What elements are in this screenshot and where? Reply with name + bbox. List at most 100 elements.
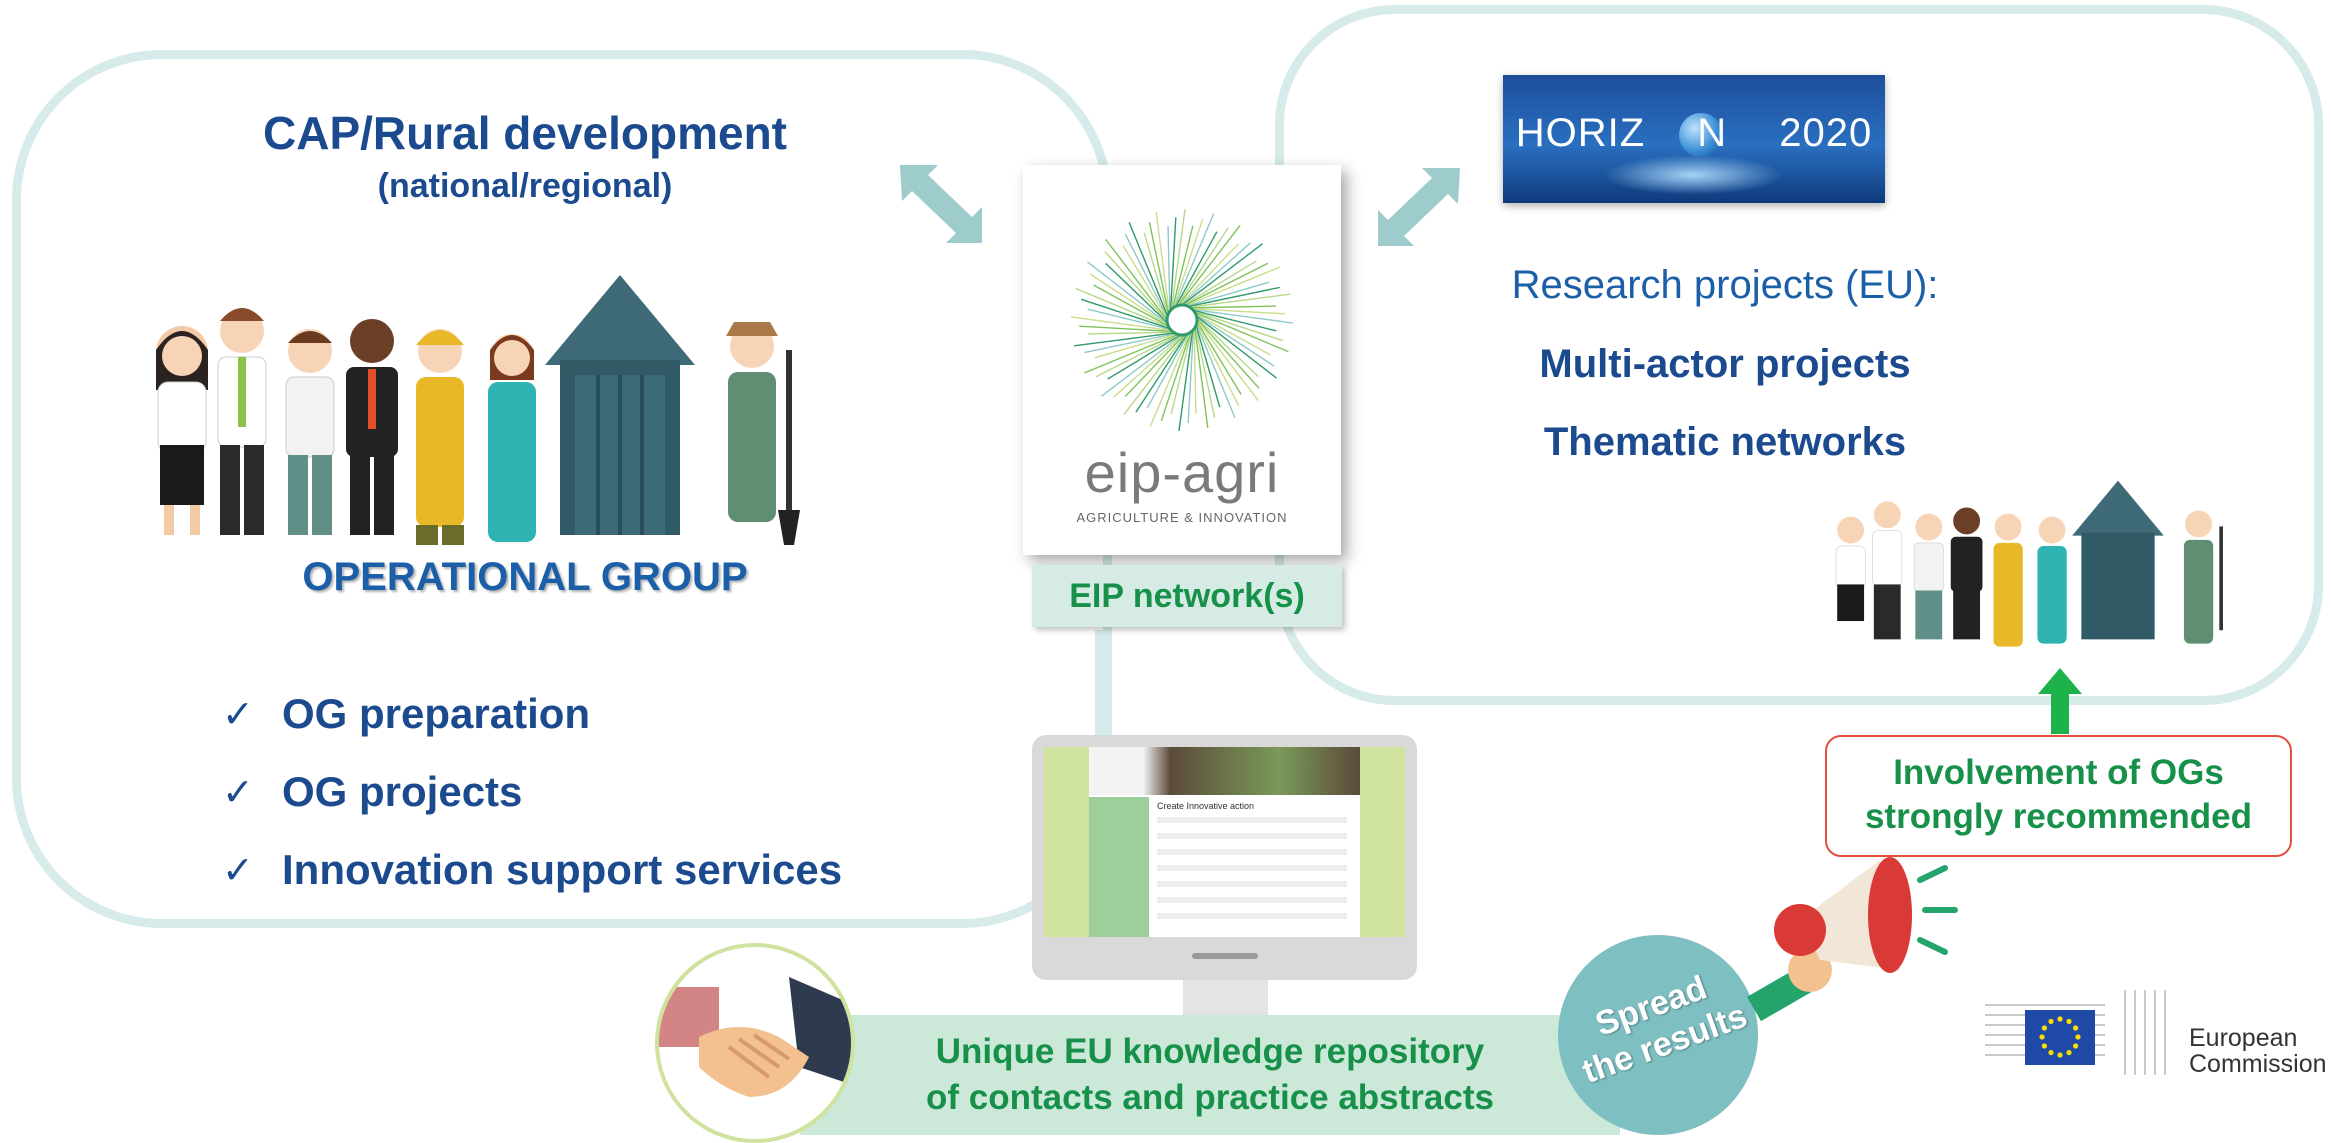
screen-page: Create Innovative action <box>1089 747 1360 937</box>
monitor-screen: Create Innovative action <box>1044 747 1405 937</box>
eu-star <box>2041 1043 2048 1049</box>
og-list-item-1-label: OG preparation <box>282 690 591 737</box>
burst-ray <box>1093 284 1171 328</box>
og-list-item-2-label: OG projects <box>282 768 523 815</box>
handshake-circle <box>655 943 855 1143</box>
eu-star <box>2057 1052 2063 1058</box>
screen-form <box>1157 817 1347 927</box>
burst-ray <box>1105 262 1169 325</box>
burst-ray <box>1193 326 1197 414</box>
burst-ray <box>1189 307 1285 315</box>
eu-star <box>2066 1049 2072 1056</box>
burst-ray <box>1095 333 1182 378</box>
burst-ray <box>1188 305 1276 309</box>
burst-ray <box>1135 332 1189 413</box>
burst-ray <box>1193 311 1289 353</box>
burst-ray <box>1105 238 1169 322</box>
handshake-icon <box>659 977 851 1097</box>
european-commission-logo: European Commission <box>1985 985 2331 1080</box>
burst-ray <box>1172 218 1204 310</box>
commission-line-2: Commission <box>2189 1050 2327 1078</box>
burst-ray <box>1179 242 1251 307</box>
eip-network-label: EIP network(s) <box>1032 565 1342 627</box>
burst-ray <box>1187 293 1291 309</box>
eip-burst-icon <box>1070 208 1294 432</box>
burst-ray <box>1195 318 1259 402</box>
left-panel-title: CAP/Rural development <box>263 107 787 159</box>
burst-ray <box>1128 222 1169 318</box>
farmer-figure <box>726 322 800 545</box>
burst-ray <box>1107 333 1183 380</box>
commission-line-1: European <box>2189 1024 2298 1052</box>
screen-sidebar <box>1089 797 1149 937</box>
burst-ray <box>1192 310 1284 342</box>
double-arrow-left-icon <box>900 165 982 243</box>
burst-ray <box>1182 262 1269 307</box>
burst-ray <box>1170 329 1193 415</box>
megaphone-icon <box>1747 857 1958 1022</box>
left-panel-subtitle: (national/regional) <box>377 167 673 205</box>
burst-ray <box>1180 243 1264 307</box>
burst-ray <box>1194 313 1275 367</box>
burst-ray <box>1195 320 1240 407</box>
green-up-arrow-icon <box>2038 668 2082 734</box>
burst-ray <box>1079 325 1175 333</box>
burst-ray <box>1187 327 1195 423</box>
burst-ray <box>1143 232 1170 317</box>
burst-ray <box>1194 323 1221 408</box>
eu-star <box>2072 1043 2079 1049</box>
eu-star <box>2039 1034 2045 1040</box>
burst-ray <box>1173 213 1215 309</box>
burst-ray <box>1176 224 1241 308</box>
burst-ray <box>1070 316 1174 332</box>
burst-ray <box>1124 233 1169 320</box>
people-illustration <box>156 275 800 545</box>
burst-ray <box>1100 333 1184 397</box>
eu-star <box>2057 1016 2063 1022</box>
burst-ray <box>1169 217 1177 313</box>
burst-ray <box>1084 333 1180 374</box>
screen-header-image <box>1089 747 1360 795</box>
callout-line-2: strongly recommended <box>1864 797 2253 836</box>
burst-ray <box>1195 315 1259 378</box>
burst-ray <box>1191 309 1277 332</box>
burst-ray <box>1193 312 1271 356</box>
eu-star <box>2048 1018 2054 1025</box>
burst-ray <box>1073 331 1177 347</box>
burst-ray <box>1088 331 1176 335</box>
horizon-logo-text: HORIZ N 2020 <box>1515 111 1873 155</box>
burst-ray <box>1149 331 1191 427</box>
burst-ray <box>1186 286 1280 308</box>
burst-ray <box>1104 251 1169 323</box>
check-icon: ✓ <box>222 771 254 814</box>
burst-ray <box>1075 287 1171 329</box>
spread-results-badge: Spread the results <box>1558 935 1758 1135</box>
connector-line <box>1095 630 1104 755</box>
operational-group-label: OPERATIONAL GROUP <box>302 555 748 599</box>
burst-ray <box>1185 281 1270 308</box>
burst-ray <box>1123 332 1188 416</box>
burst-ray <box>1178 328 1194 432</box>
burst-ray <box>1167 226 1171 314</box>
burst-ray <box>1148 222 1170 316</box>
eu-star <box>2072 1025 2079 1031</box>
burst-ray <box>1089 273 1170 327</box>
monitor-stand <box>1183 980 1268 1020</box>
burst-ray <box>1194 314 1278 379</box>
horizon-2020-logo: HORIZ N 2020 <box>1503 75 1885 203</box>
burst-ray <box>1087 308 1173 331</box>
burst-ray <box>1193 325 1209 429</box>
eu-star <box>2066 1018 2072 1025</box>
monitor-button <box>1192 953 1258 959</box>
og-involvement-callout: Involvement of OGs strongly recommended <box>1825 735 2292 857</box>
eip-logo-text: eip-agri <box>1084 441 1280 504</box>
eip-agri-logo-card: eip-agri AGRICULTURE & INNOVATION <box>1023 165 1341 555</box>
og-list-item-3-label: Innovation support services <box>282 846 843 893</box>
og-list-item-2: ✓ OG projects <box>222 768 522 816</box>
burst-ray <box>1195 319 1242 395</box>
shed-icon <box>545 275 695 535</box>
burst-center <box>1165 303 1199 337</box>
burst-ray <box>1184 266 1280 307</box>
burst-ray <box>1195 317 1260 389</box>
burst-ray <box>1194 324 1216 418</box>
